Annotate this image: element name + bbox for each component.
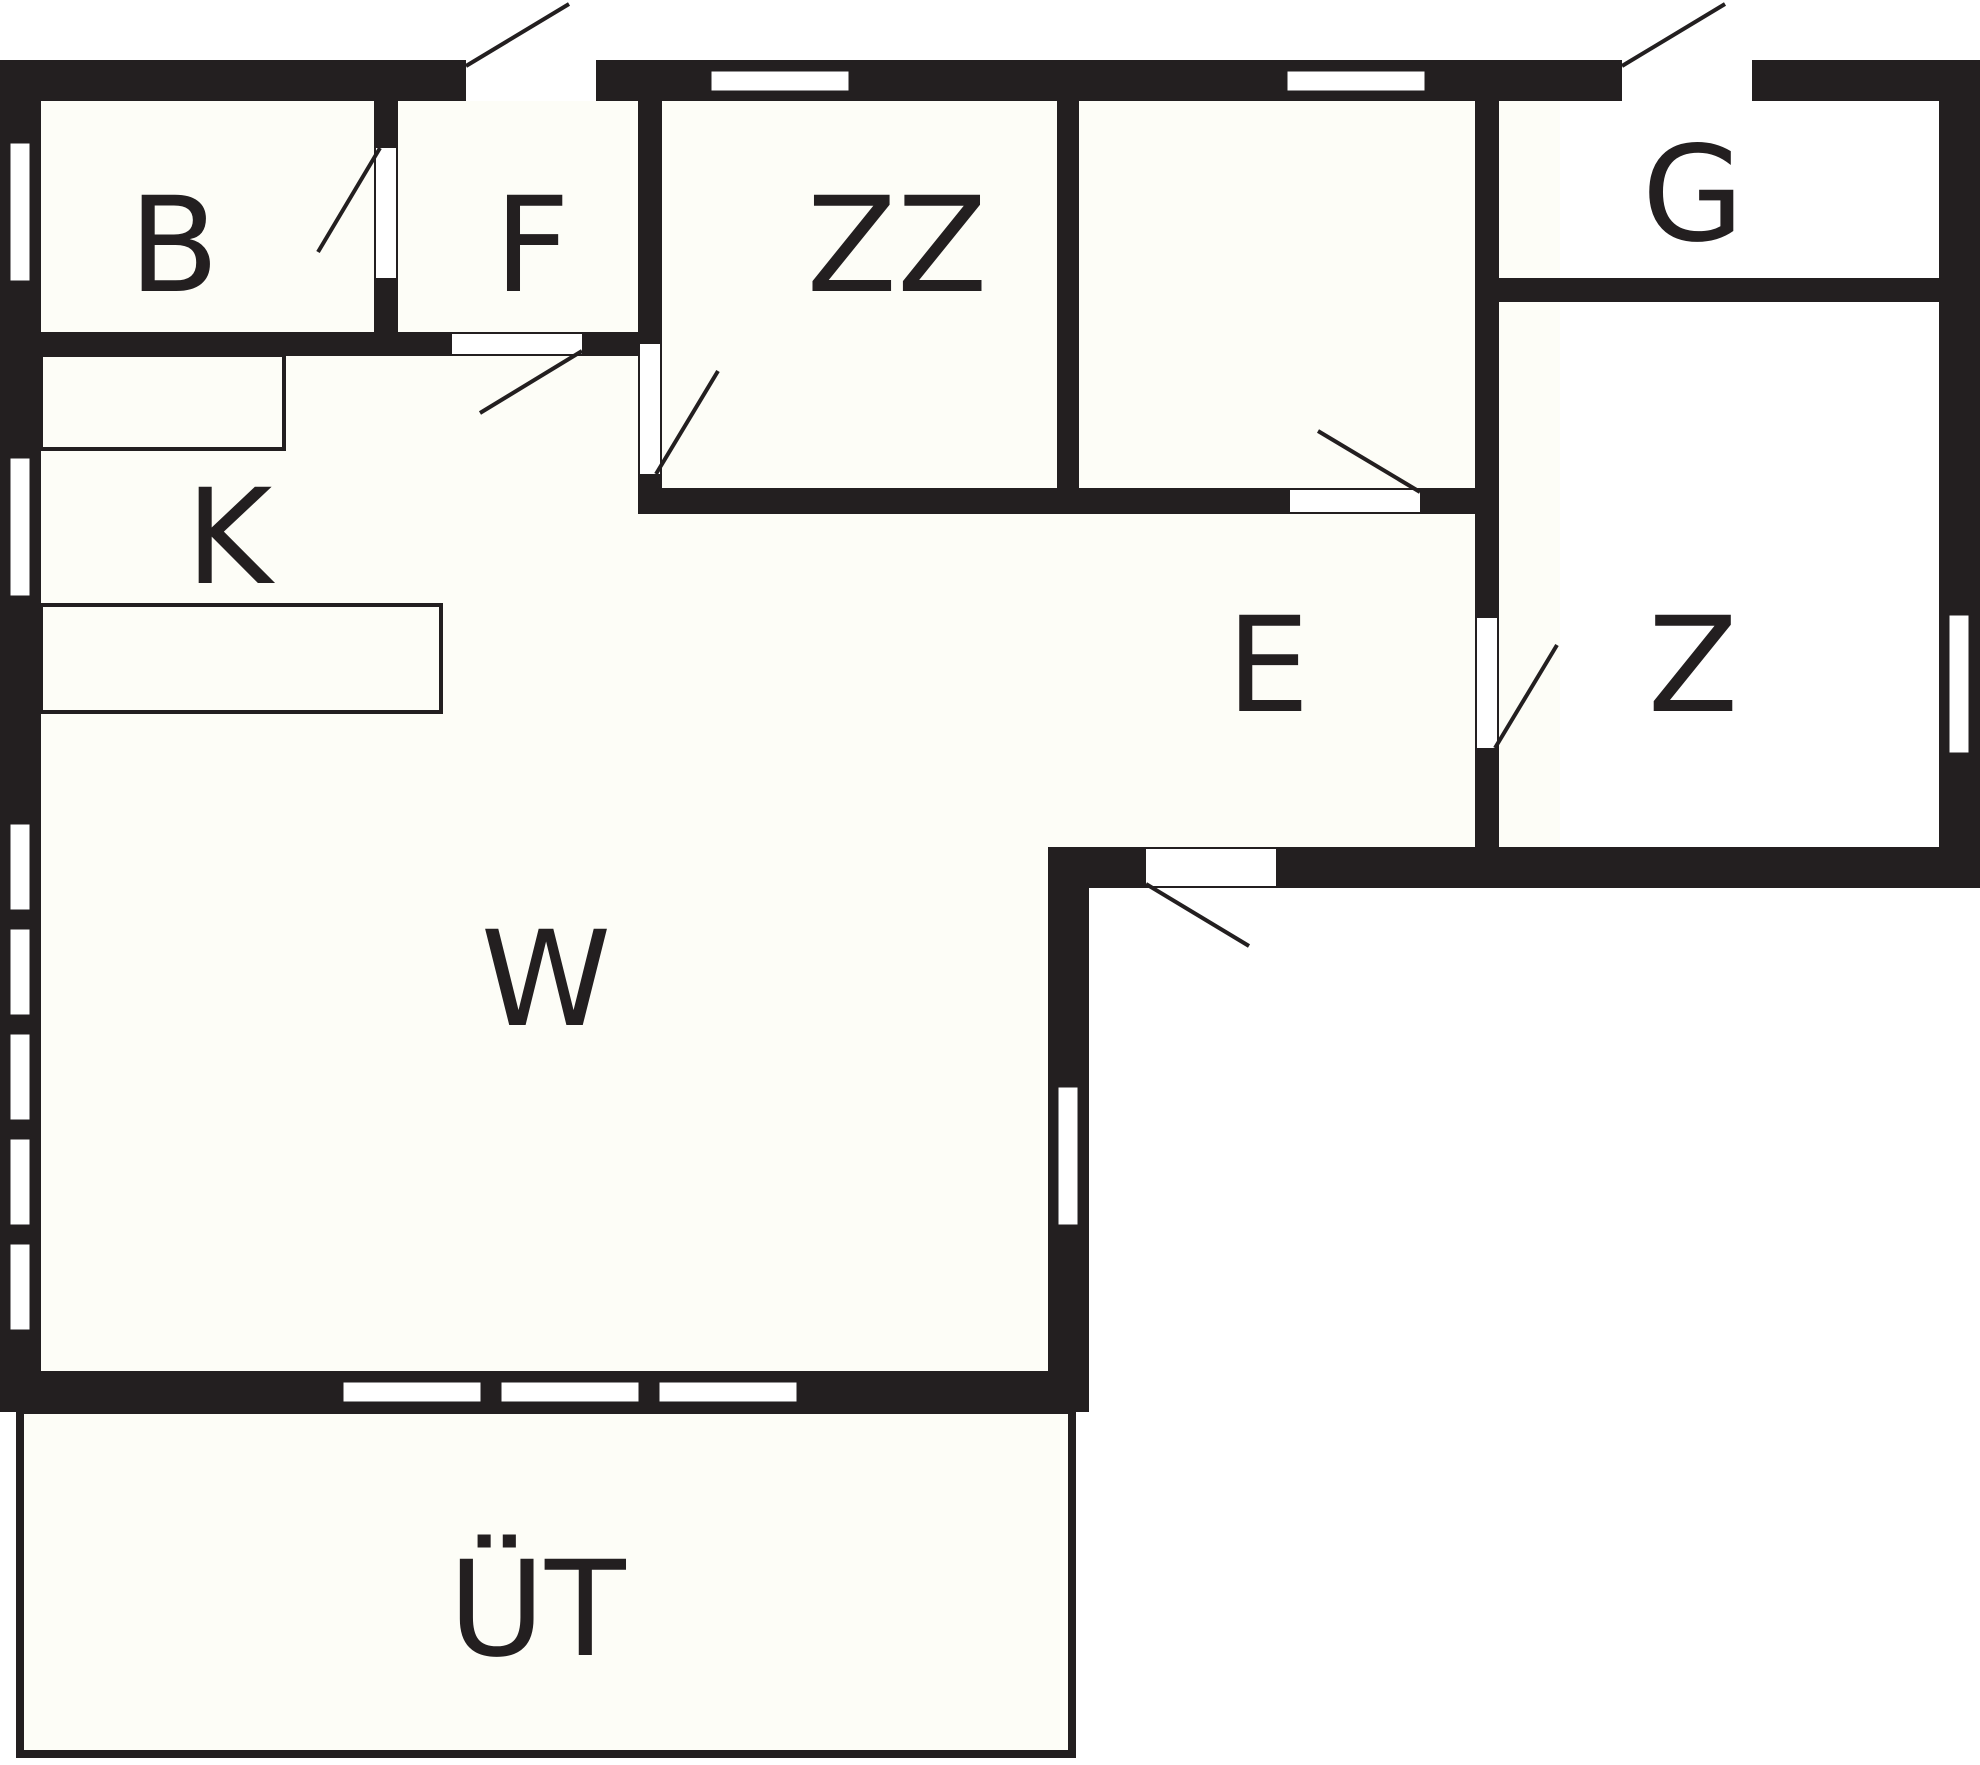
room-labels: B F ZZ G K E Z W ÜT (129, 118, 1744, 1687)
window (7, 1031, 33, 1123)
kitchen-counter (39, 353, 286, 451)
window (7, 821, 33, 913)
kitchen-counters (39, 353, 443, 714)
door-swing (464, 2, 571, 68)
windows (7, 68, 1972, 1405)
room-label-ut: ÜT (448, 1533, 627, 1687)
window (7, 926, 33, 1018)
room-label-b: B (129, 169, 220, 323)
window (498, 1379, 642, 1405)
door-swings (316, 2, 1727, 948)
window (656, 1379, 800, 1405)
door-swing (316, 146, 382, 254)
balcony-outline (16, 1406, 1076, 1758)
room-label-w: W (481, 903, 612, 1057)
door-swing (478, 349, 584, 415)
door-swing (1620, 2, 1727, 68)
window (1055, 1084, 1081, 1228)
window (340, 1379, 484, 1405)
room-label-f: F (494, 169, 570, 323)
floor-areas (20, 80, 1560, 1754)
window (7, 140, 33, 284)
window (7, 455, 33, 599)
door-swing (1493, 643, 1559, 750)
window (708, 68, 852, 94)
kitchen-counter (39, 603, 443, 714)
window (7, 1241, 33, 1333)
room-label-zz: ZZ (807, 169, 988, 323)
window (7, 1136, 33, 1228)
window (1946, 612, 1972, 756)
room-label-g: G (1642, 118, 1744, 272)
openings (376, 60, 1752, 886)
room-label-z: Z (1648, 589, 1738, 743)
door-swing (1144, 882, 1251, 948)
room-label-e: E (1226, 589, 1309, 743)
door-swing (1316, 429, 1422, 494)
window (1284, 68, 1428, 94)
door-swing (654, 369, 720, 476)
room-label-k: K (186, 461, 276, 615)
